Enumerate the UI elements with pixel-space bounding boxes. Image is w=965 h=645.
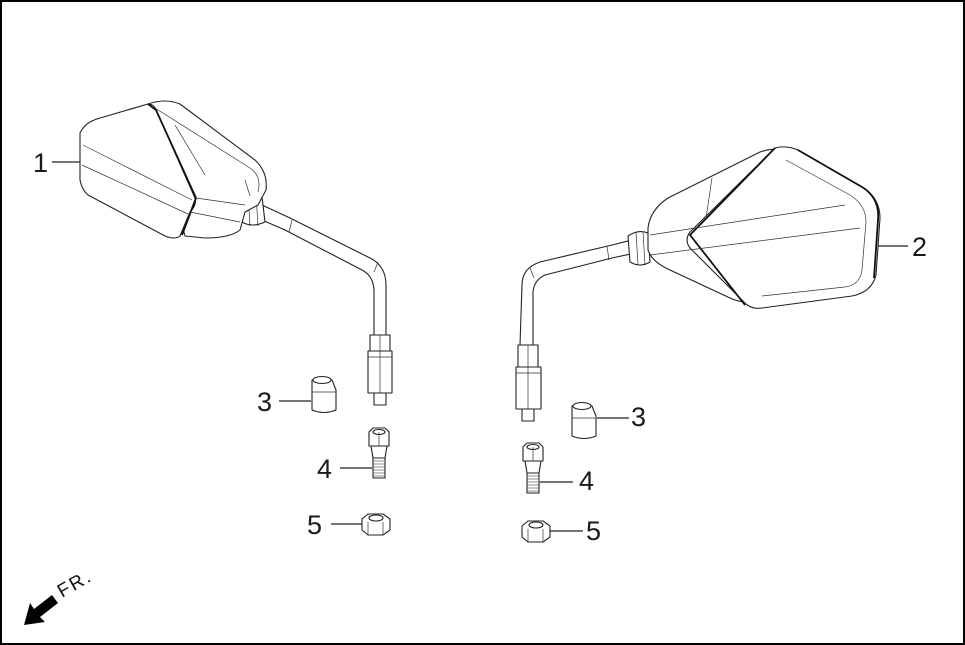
- front-direction-label: FR.: [54, 566, 96, 602]
- callout-3-left: 3: [257, 387, 311, 417]
- hex-nut-right: [521, 520, 551, 543]
- callout-5-right: 5: [550, 516, 601, 546]
- callout-2: 2: [878, 232, 927, 262]
- callout-1-label: 1: [33, 148, 48, 178]
- callout-5-left: 5: [307, 510, 362, 540]
- callout-3-right-label: 3: [631, 402, 646, 432]
- adapter-bolt-right: [522, 442, 544, 494]
- callout-5-left-label: 5: [307, 510, 322, 540]
- hex-nut-left: [361, 513, 391, 536]
- callout-2-label: 2: [912, 232, 927, 262]
- left-mirror: [79, 100, 393, 406]
- callout-4-right: 4: [540, 466, 594, 496]
- right-mirror: [515, 146, 881, 422]
- front-arrow-icon: [24, 595, 58, 625]
- adapter-bolt-left: [368, 427, 390, 479]
- cover-cap-right: [571, 401, 597, 440]
- callout-5-right-label: 5: [586, 516, 601, 546]
- callout-3-left-label: 3: [257, 387, 272, 417]
- cover-cap-left: [311, 375, 337, 414]
- callout-4-left-label: 4: [317, 454, 332, 484]
- callout-1: 1: [33, 148, 80, 178]
- front-direction-indicator: FR.: [24, 566, 96, 625]
- callout-4-left: 4: [317, 454, 372, 484]
- callout-4-right-label: 4: [579, 466, 594, 496]
- callout-3-right: 3: [597, 402, 646, 432]
